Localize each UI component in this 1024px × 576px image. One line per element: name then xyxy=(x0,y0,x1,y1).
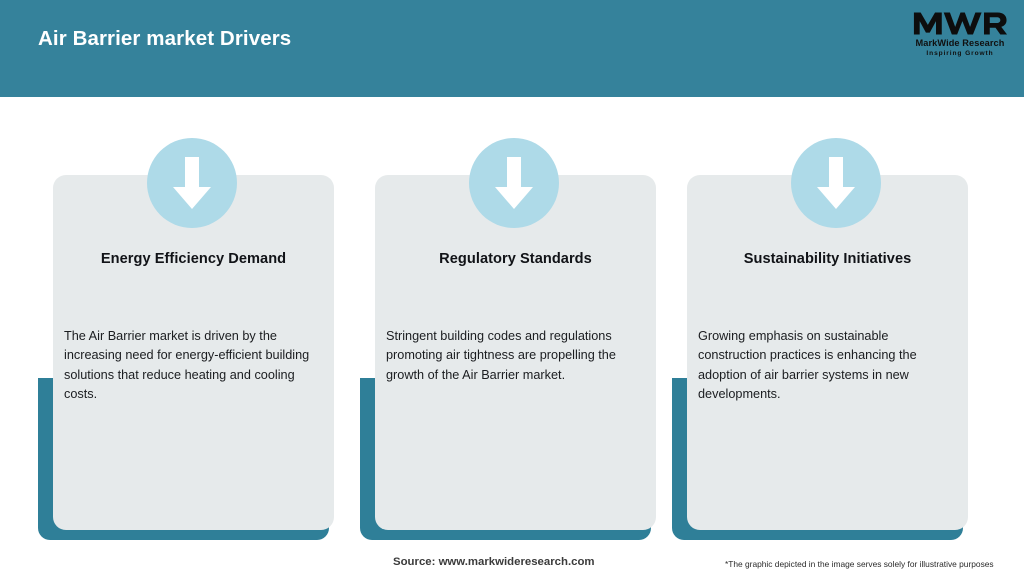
mwr-monogram-icon xyxy=(913,12,1008,35)
card-panel: Regulatory Standards Stringent building … xyxy=(375,175,656,530)
card-title: Energy Efficiency Demand xyxy=(100,251,287,267)
card-3-icon-badge xyxy=(791,138,881,228)
driver-card-3: Sustainability Initiatives Growing empha… xyxy=(672,175,968,540)
arrow-down-icon xyxy=(817,157,855,209)
card-body-text: Stringent building codes and regulations… xyxy=(386,329,616,382)
brand-logo: MarkWide Research Inspiring Growth xyxy=(906,8,1014,64)
card-title: Sustainability Initiatives xyxy=(743,251,912,267)
disclaimer-note: *The graphic depicted in the image serve… xyxy=(725,559,994,569)
logo-tagline: Inspiring Growth xyxy=(926,49,994,57)
card-panel: Energy Efficiency Demand The Air Barrier… xyxy=(53,175,334,530)
arrow-down-icon xyxy=(173,157,211,209)
arrow-down-icon xyxy=(495,157,533,209)
logo-name: MarkWide Research xyxy=(915,38,1005,48)
card-body-text: The Air Barrier market is driven by the … xyxy=(64,329,310,401)
page-title: Air Barrier market Drivers xyxy=(38,27,292,50)
source-label: Source: www.markwideresearch.com xyxy=(393,556,595,568)
header-bar: Air Barrier market Drivers MarkWide Rese… xyxy=(0,0,1024,97)
card-title: Regulatory Standards xyxy=(439,251,592,267)
driver-card-2: Regulatory Standards Stringent building … xyxy=(360,175,656,540)
card-1-icon-badge xyxy=(147,138,237,228)
driver-card-1: Energy Efficiency Demand The Air Barrier… xyxy=(38,175,334,540)
card-2-icon-badge xyxy=(469,138,559,228)
card-panel: Sustainability Initiatives Growing empha… xyxy=(687,175,968,530)
card-body-text: Growing emphasis on sustainable construc… xyxy=(698,329,917,401)
